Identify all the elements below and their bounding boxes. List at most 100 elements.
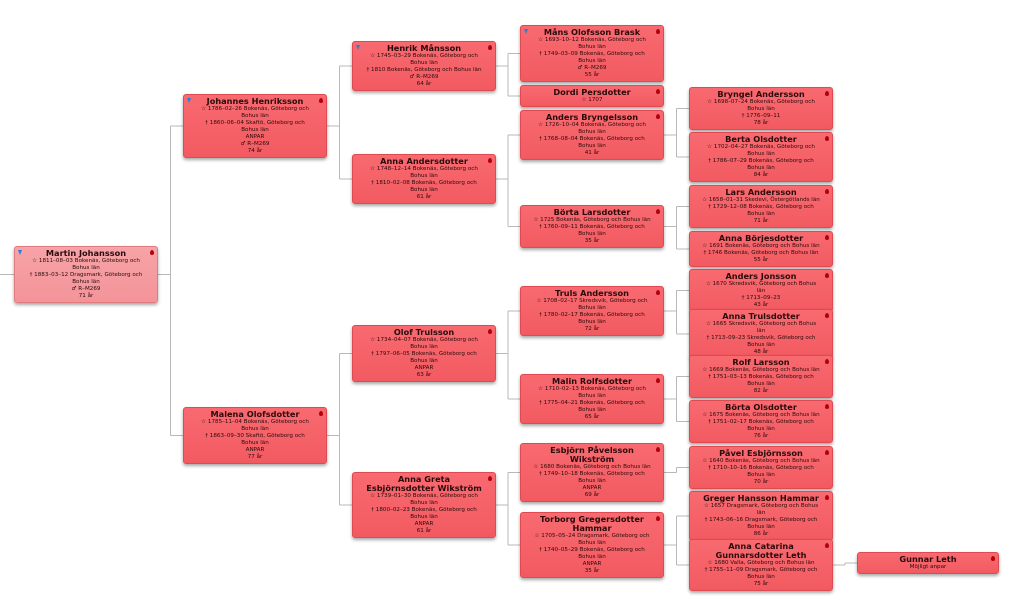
- person-detail: 61 år: [416, 528, 432, 534]
- person-card-lars[interactable]: Lars Andersson☆ 1658–01–31 Skedevi, Öste…: [689, 185, 833, 228]
- person-card-malena[interactable]: Malena Olofsdotter☆ 1785–11–04 Bokenäs, …: [183, 407, 327, 464]
- person-card-andersj[interactable]: Anders Jonsson☆ 1670 Skredsvik, Göteborg…: [689, 269, 833, 312]
- person-name: Truls Andersson: [555, 288, 629, 298]
- person-name: Johannes Henriksson: [206, 96, 304, 106]
- person-card-greger[interactable]: Greger Hansson Hammar☆ 1657 Dragsmark, G…: [689, 491, 833, 541]
- person-marker-icon: [825, 495, 829, 500]
- person-name: Gunnar Leth: [899, 554, 957, 564]
- person-detail: ☆ 1680 Bokenäs, Göteborg och Bohus län: [533, 464, 651, 470]
- person-detail: 74 år: [247, 148, 263, 154]
- person-detail: 82 år: [753, 388, 769, 394]
- person-name: Lars Andersson: [725, 187, 797, 197]
- person-marker-icon: [656, 209, 660, 214]
- person-detail: ☆ 1705–05–24 Dragsmark, Göteborg och Boh…: [534, 533, 650, 546]
- person-name: Anna Börjesdotter: [718, 233, 804, 243]
- person-card-annagreta[interactable]: Anna Greta Esbjörnsdotter Wikström☆ 1739…: [352, 472, 496, 538]
- person-detail: Möjligt anpar: [909, 564, 947, 570]
- person-card-annat[interactable]: Anna Trulsdotter☆ 1665 Skredsvik, Götebo…: [689, 309, 833, 359]
- person-detail: ☆ 1708–02–17 Skredsvik, Göteborg och Boh…: [536, 298, 648, 311]
- person-card-pavel[interactable]: Påvel Esbjörnsson☆ 1640 Bokenäs, Götebor…: [689, 446, 833, 489]
- person-card-martin[interactable]: Martin Johansson☆ 1811–08–03 Bokenäs, Gö…: [14, 246, 158, 303]
- person-marker-icon: [825, 189, 829, 194]
- person-detail: † 1810 Bokenäs, Göteborg och Bohus län: [366, 67, 482, 73]
- person-detail: 76 år: [753, 433, 769, 439]
- person-detail: † 1776–09–11: [741, 113, 781, 119]
- person-detail: 69 år: [584, 492, 600, 498]
- person-card-andersb[interactable]: Anders Bryngelsson☆ 1726–10–04 Bokenäs, …: [520, 110, 664, 160]
- person-detail: ☆ 1640 Bokenäs, Göteborg och Bohus län: [702, 458, 820, 464]
- person-marker-icon: [656, 114, 660, 119]
- person-detail: ♂ R–M269: [409, 74, 439, 80]
- person-card-mans[interactable]: Måns Olofsson Brask☆ 1693–10–12 Bokenäs,…: [520, 25, 664, 82]
- person-detail: 77 år: [247, 454, 263, 460]
- person-detail: ☆ 1725 Bokenäs, Göteborg och Bohus län: [533, 217, 651, 223]
- person-name: Anders Bryngelsson: [545, 112, 639, 122]
- person-card-malin[interactable]: Malin Rolfsdotter☆ 1710–02–13 Bokenäs, G…: [520, 374, 664, 424]
- person-card-bortal[interactable]: Börta Larsdotter☆ 1725 Bokenäs, Göteborg…: [520, 205, 664, 248]
- person-marker-icon: [825, 136, 829, 141]
- person-detail: † 1729–12–08 Bokenäs, Göteborg och Bohus…: [708, 204, 814, 217]
- person-detail: † 1800–02–23 Bokenäs, Göteborg och Bohus…: [371, 507, 477, 520]
- person-marker-icon: [656, 447, 660, 452]
- person-detail: ♂ R–M269: [71, 286, 101, 292]
- person-detail: ☆ 1786–02–26 Bokenäs, Göteborg och Bohus…: [201, 106, 309, 119]
- person-detail: ANPAR: [582, 485, 602, 491]
- person-marker-icon: [150, 250, 154, 255]
- person-detail: † 1743–06–16 Dragsmark, Göteborg och Boh…: [704, 517, 818, 530]
- person-marker-icon: [825, 359, 829, 364]
- person-detail: † 1883–03–12 Dragsmark, Göteborg och Boh…: [29, 272, 143, 285]
- person-card-dordi[interactable]: Dordi Persdotter☆ 1707: [520, 85, 664, 107]
- person-detail: ♂ R–M269: [240, 141, 270, 147]
- person-card-bortao[interactable]: Börta Olsdotter☆ 1675 Bokenäs, Göteborg …: [689, 400, 833, 443]
- person-marker-icon: [825, 235, 829, 240]
- y-dna-marker-icon: [18, 250, 22, 255]
- person-detail: 63 år: [416, 372, 432, 378]
- y-dna-marker-icon: [524, 29, 528, 34]
- person-detail: † 1760–09–11 Bokenäs, Göteborg och Bohus…: [539, 224, 645, 237]
- person-card-henrik[interactable]: Henrik Månsson☆ 1745–03–29 Bokenäs, Göte…: [352, 41, 496, 91]
- person-marker-icon: [656, 290, 660, 295]
- person-detail: ☆ 1665 Skredsvik, Göteborg och Bohus län: [705, 321, 817, 334]
- person-name: Olof Trulsson: [393, 327, 455, 337]
- person-detail: 64 år: [416, 81, 432, 87]
- person-card-esbjorn[interactable]: Esbjörn Påvelsson Wikström☆ 1680 Bokenäs…: [520, 443, 664, 502]
- person-marker-icon: [488, 45, 492, 50]
- person-detail: † 1780–02–17 Bokenäs, Göteborg och Bohus…: [539, 312, 645, 325]
- person-card-rolf[interactable]: Rolf Larsson☆ 1669 Bokenäs, Göteborg och…: [689, 355, 833, 398]
- person-card-bertao[interactable]: Berta Olsdotter☆ 1702–04–27 Bokenäs, Göt…: [689, 132, 833, 182]
- person-detail: ☆ 1745–03–29 Bokenäs, Göteborg och Bohus…: [370, 53, 478, 66]
- person-detail: ♂ R–M269: [577, 65, 607, 71]
- person-detail: 86 år: [753, 531, 769, 537]
- person-card-truls[interactable]: Truls Andersson☆ 1708–02–17 Skredsvik, G…: [520, 286, 664, 336]
- person-detail: † 1740–05–29 Bokenäs, Göteborg och Bohus…: [539, 547, 645, 560]
- person-card-annac[interactable]: Anna Catarina Gunnarsdotter Leth☆ 1680 V…: [689, 539, 833, 591]
- person-detail: † 1751–03–13 Bokenäs, Göteborg och Bohus…: [708, 374, 814, 387]
- person-name: Anna Greta Esbjörnsdotter Wikström: [366, 474, 482, 493]
- person-detail: ANPAR: [245, 447, 265, 453]
- person-card-annaa[interactable]: Anna Andersdotter☆ 1748–12–14 Bokenäs, G…: [352, 154, 496, 204]
- person-detail: 78 år: [753, 120, 769, 126]
- person-detail: † 1749–10–18 Bokenäs, Göteborg och Bohus…: [539, 471, 645, 484]
- person-detail: ☆ 1693–10–12 Bokenäs, Göteborg och Bohus…: [538, 37, 646, 50]
- person-card-torborg[interactable]: Torborg Gregersdotter Hammar☆ 1705–05–24…: [520, 512, 664, 578]
- person-name: Påvel Esbjörnsson: [719, 448, 803, 458]
- person-marker-icon: [319, 98, 323, 103]
- person-card-johannes[interactable]: Johannes Henriksson☆ 1786–02–26 Bokenäs,…: [183, 94, 327, 158]
- person-name: Esbjörn Påvelsson Wikström: [550, 445, 634, 464]
- person-name: Börta Olsdotter: [725, 402, 797, 412]
- person-detail: 84 år: [753, 172, 769, 178]
- person-detail: ☆ 1707: [581, 97, 603, 103]
- person-detail: † 1863–09–30 Skaftö, Göteborg och Bohus …: [205, 433, 305, 446]
- person-name: Anders Jonsson: [725, 271, 797, 281]
- person-card-bryngel[interactable]: Bryngel Andersson☆ 1698–07–24 Bokenäs, G…: [689, 87, 833, 130]
- person-marker-icon: [488, 158, 492, 163]
- person-name: Greger Hansson Hammar: [703, 493, 819, 503]
- person-card-annab[interactable]: Anna Börjesdotter☆ 1691 Bokenäs, Götebor…: [689, 231, 833, 267]
- person-card-olof[interactable]: Olof Trulsson☆ 1734–04–07 Bokenäs, Göteb…: [352, 325, 496, 382]
- y-dna-marker-icon: [356, 45, 360, 50]
- person-detail: ☆ 1726–10–04 Bokenäs, Göteborg och Bohus…: [538, 122, 646, 135]
- person-detail: ☆ 1739–01–30 Bokenäs, Göteborg och Bohus…: [370, 493, 478, 506]
- person-detail: ☆ 1669 Bokenäs, Göteborg och Bohus län: [702, 367, 820, 373]
